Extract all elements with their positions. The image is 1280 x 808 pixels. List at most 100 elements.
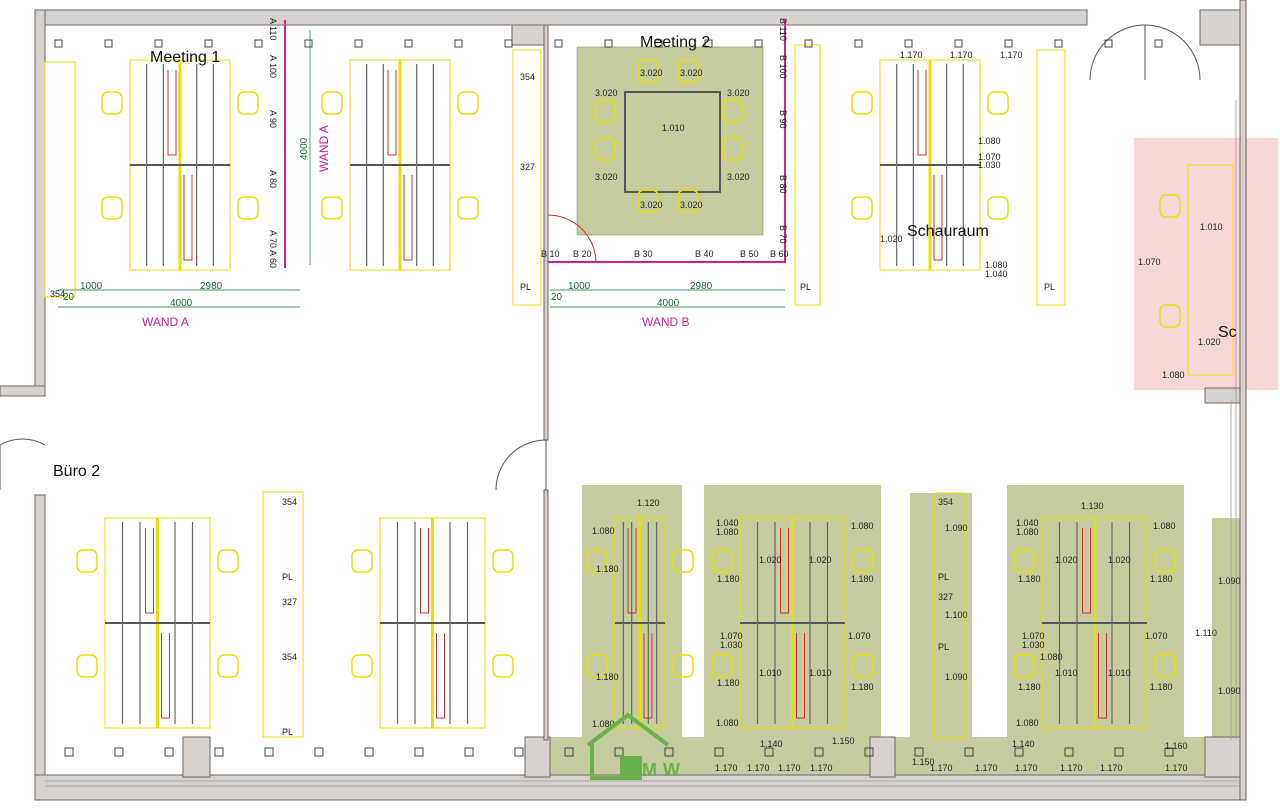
cable-duct	[780, 528, 805, 719]
code-label: 1.180	[1150, 682, 1173, 692]
cabinet	[934, 492, 966, 739]
chair	[457, 91, 479, 115]
walls	[0, 0, 1247, 801]
code-label: 1.100	[945, 610, 968, 620]
wall-marker: A 110	[268, 18, 278, 40]
code-label: 1.080	[1040, 652, 1063, 662]
room-label-sc: Sc	[1218, 324, 1237, 341]
code-label: 1.080	[1162, 370, 1185, 380]
code-label: 1.090	[945, 672, 968, 682]
meeting-table	[624, 91, 721, 193]
chair	[101, 91, 123, 115]
cabinet-label: PL	[282, 572, 293, 582]
code-label: 3.020	[595, 172, 618, 182]
code-label: 3.020	[727, 172, 750, 182]
code-label: 1.090	[945, 523, 968, 533]
desk-cluster	[614, 517, 666, 729]
code-label: 1.020	[880, 234, 903, 244]
code-label: 1.080	[592, 526, 615, 536]
code-label: 1.080	[1016, 718, 1039, 728]
chair	[987, 91, 1009, 115]
code-label: 1.020	[759, 555, 782, 565]
code-label: 1.140	[1012, 739, 1035, 749]
wall-marker: B 10	[541, 249, 560, 259]
cabinet-label: 354	[282, 497, 297, 507]
code-label: 1.170	[1100, 763, 1123, 773]
chair	[101, 196, 123, 220]
code-label: 1.090	[1218, 686, 1241, 696]
code-label: 3.020	[640, 200, 663, 210]
chair	[721, 99, 743, 123]
floor-box	[1104, 39, 1113, 48]
chair	[851, 196, 873, 220]
column-3	[869, 736, 896, 778]
code-label: 1.150	[912, 757, 935, 767]
wall-marker: A 90	[268, 110, 278, 128]
floor-box	[1114, 747, 1124, 757]
floor-box	[964, 747, 974, 757]
cabinet-label: PL	[282, 727, 293, 737]
floor-box	[664, 747, 674, 757]
floor-box	[864, 747, 874, 757]
wand-b-line	[548, 20, 786, 263]
right-column-2	[1204, 736, 1241, 778]
glass-walls	[284, 20, 786, 268]
cabinet-label: PL	[800, 282, 811, 292]
code-label: 1.180	[1150, 574, 1173, 584]
floor-box	[154, 39, 163, 48]
wall-marker: B 20	[573, 249, 592, 259]
code-label: 1.150	[832, 736, 855, 746]
chair	[594, 99, 616, 123]
floor-box	[54, 39, 63, 48]
code-label: 1.070	[1022, 631, 1045, 641]
interior-wall-upper	[543, 24, 549, 441]
wall-marker: A 100	[268, 55, 278, 78]
floor-box	[1154, 39, 1163, 48]
code-label: 1.170	[1165, 763, 1188, 773]
top-wall	[34, 9, 1088, 26]
dim-a-door: 1000	[80, 281, 103, 292]
code-label: 1.040	[1016, 518, 1039, 528]
wall-marker: B 110	[778, 18, 788, 41]
cabinet	[794, 44, 821, 306]
chair	[851, 91, 873, 115]
wall-marker: A 80	[268, 170, 278, 188]
code-label: 1.170	[747, 763, 770, 773]
chair	[217, 549, 239, 573]
floor-box	[704, 39, 713, 48]
floor-box	[714, 747, 724, 757]
wall-marker: B 30	[634, 249, 653, 259]
code-label: 1.080	[985, 260, 1008, 270]
floor-box	[514, 747, 524, 757]
code-label: 1.070	[978, 152, 1001, 162]
chair	[987, 196, 1009, 220]
floor-box	[214, 747, 224, 757]
chair	[586, 549, 608, 573]
floor-box	[904, 39, 913, 48]
code-label: 1.170	[1000, 50, 1023, 60]
code-label: 3.020	[727, 88, 750, 98]
code-label: 1.080	[1016, 527, 1039, 537]
cable-duct	[1082, 528, 1107, 719]
cabinet	[1036, 49, 1066, 306]
chair	[1159, 304, 1181, 328]
desk-cluster	[349, 59, 451, 271]
floor-box	[454, 39, 463, 48]
code-label: 1.010	[1108, 668, 1131, 678]
wand-b-label: WAND B	[642, 315, 690, 329]
cabinet	[44, 61, 76, 298]
code-label: 1.090	[1218, 576, 1241, 586]
cable-duct	[917, 70, 943, 261]
logo-text: KMW	[623, 760, 686, 780]
floor-box	[1054, 39, 1063, 48]
wall-marker: A 60	[268, 250, 278, 268]
chair	[492, 654, 514, 678]
floor-box	[504, 39, 513, 48]
floor-box	[314, 747, 324, 757]
desk-cluster	[1041, 517, 1148, 729]
right-wall	[1239, 0, 1247, 801]
left-stub	[0, 385, 46, 397]
floor-box	[364, 747, 374, 757]
floor-box	[814, 747, 824, 757]
floor-box	[114, 747, 124, 757]
